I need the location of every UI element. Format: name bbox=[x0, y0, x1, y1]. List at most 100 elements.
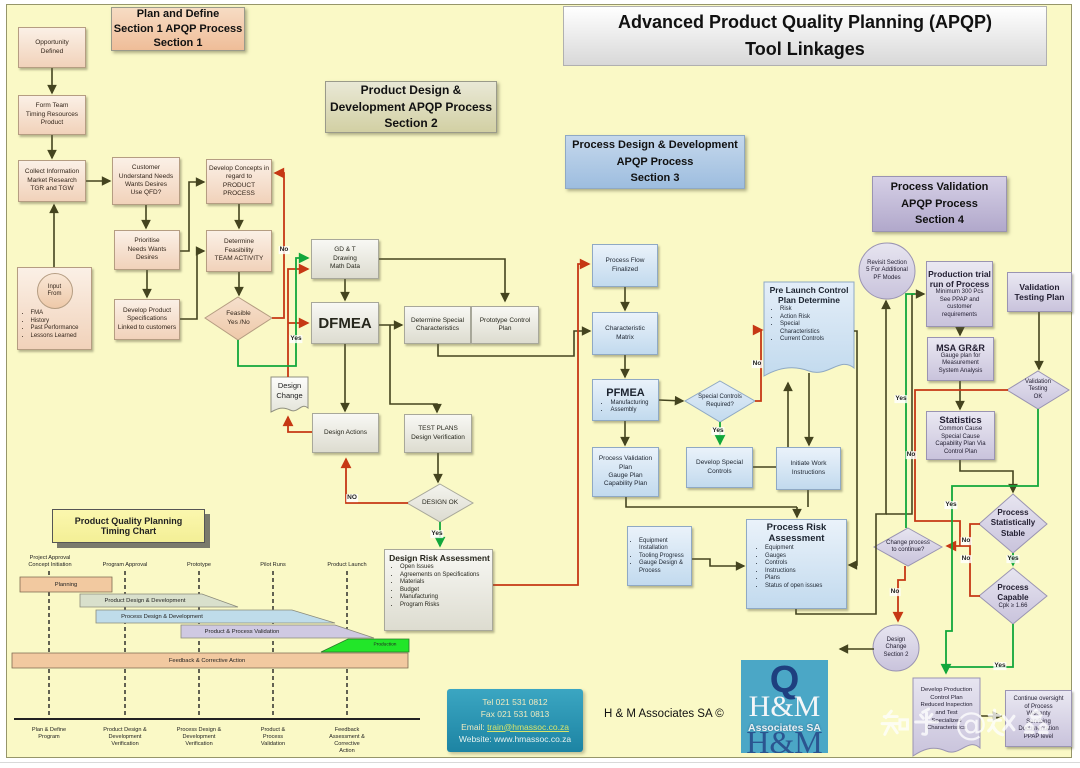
milestone-label-product-launch: Product Launch bbox=[327, 562, 367, 568]
contact-website-label: Website: bbox=[458, 733, 495, 744]
node-text: Process Flow Finalized bbox=[605, 257, 645, 273]
input-from-list: FMA History Past Performance Lessons Lea… bbox=[23, 310, 89, 340]
node-input-from: Input From FMA History Past Performance … bbox=[17, 267, 92, 350]
contact-fax: Fax 021 531 0813 bbox=[480, 709, 550, 720]
bar-product-design bbox=[79, 593, 239, 608]
list-item: Status of open issues bbox=[765, 583, 822, 591]
axis-label-product-design: Product Design & Development Verificatio… bbox=[103, 727, 147, 747]
edge-label-change-yes: Yes bbox=[894, 395, 908, 403]
edge-label-design-ok-yes: Yes bbox=[430, 530, 444, 538]
node-customer-needs: Customer Understand Needs Wants Desires … bbox=[112, 157, 180, 205]
node-text: Determine Special Characteristics bbox=[410, 316, 465, 332]
node-text: GD & T Drawing Math Data bbox=[330, 246, 360, 271]
list-item: Manufacturing bbox=[400, 594, 479, 602]
bar-label-process-design: Process Design & Development bbox=[121, 614, 203, 620]
node-msa-grr: MSA GR&R Gauge plan for Measurement Syst… bbox=[927, 337, 994, 381]
node-test-plans: TEST PLANS Design Verification bbox=[404, 414, 472, 453]
contact-email[interactable]: train@hmassoc.co.za bbox=[487, 721, 569, 732]
dra-list: Open Issues Agreements on Specifications… bbox=[389, 564, 479, 609]
decision-shapes bbox=[204, 296, 1070, 625]
timing-chart-title-text: Product Quality Planning Timing Chart bbox=[74, 516, 183, 536]
edge-label-special-yes: Yes bbox=[711, 427, 725, 435]
edge-label-vtok-yes: Yes bbox=[944, 501, 958, 509]
contact-email-label: Email: bbox=[461, 721, 488, 732]
node-text: Develop Special Controls bbox=[696, 459, 743, 475]
list-item: Past Performance bbox=[31, 325, 89, 333]
edge-label-pc-no: No bbox=[960, 555, 972, 563]
list-item: Plans bbox=[765, 575, 822, 583]
main-title: Advanced Product Quality Planning (APQP)… bbox=[563, 6, 1047, 66]
list-item: Gauges bbox=[765, 553, 822, 561]
list-item: Equipment bbox=[765, 545, 822, 553]
list-item: History bbox=[31, 318, 89, 326]
list-item: Agreements on Specifications bbox=[400, 572, 479, 580]
node-subtext: Minimum 300 Pcs See PPAP and customer re… bbox=[935, 289, 984, 318]
edge-label-special-no: No bbox=[751, 360, 763, 368]
list-item: Equipment Installation bbox=[639, 538, 687, 553]
node-text: Collect Information Market Research TGR … bbox=[24, 168, 80, 193]
bar-planning bbox=[19, 576, 113, 593]
main-title-text: Advanced Product Quality Planning (APQP)… bbox=[617, 12, 993, 59]
contact-website-line: Website: www.hmassoc.co.za bbox=[459, 733, 571, 745]
edge-label-pc-yes: Yes bbox=[993, 662, 1007, 670]
logo-associates-text: Associates SA bbox=[748, 722, 821, 734]
list-item: FMA bbox=[31, 310, 89, 318]
node-gdt-drawing: GD & T Drawing Math Data bbox=[311, 239, 379, 279]
section1-title-text: Plan and Define Section 1 APQP Process S… bbox=[113, 7, 243, 50]
list-item: Manufacturing bbox=[610, 400, 648, 408]
contact-website[interactable]: www.hmassoc.co.za bbox=[494, 733, 572, 744]
node-statistics: Statistics Common Cause Special Cause Ca… bbox=[926, 411, 995, 460]
node-title: Process Risk Assessment bbox=[766, 522, 827, 544]
milestone-label-pilot-runs: Pilot Runs bbox=[260, 562, 286, 568]
node-process-risk-assessment: Process Risk Assessment Equipment Gauges… bbox=[746, 519, 847, 609]
equipment-list: Equipment Installation Tooling Progress … bbox=[630, 538, 687, 576]
node-opportunity-defined: Opportunity Defined bbox=[18, 27, 86, 68]
design-change1-doc bbox=[270, 376, 309, 413]
node-pfmea: PFMEA Manufacturing Assembly bbox=[592, 379, 659, 421]
node-title: Statistics bbox=[939, 415, 982, 426]
node-develop-concepts: Develop Concepts in regard to PRODUCT PR… bbox=[206, 159, 272, 204]
connectors-pass bbox=[237, 252, 1039, 675]
node-text: Determine Feasibility TEAM ACTIVITY bbox=[214, 238, 264, 263]
node-process-validation-plan: Process Validation Plan Gauge Plan Capab… bbox=[592, 447, 659, 497]
watermark-char-xin bbox=[1023, 709, 1049, 734]
node-text: Characteristic Matrix bbox=[605, 325, 645, 341]
list-item: Open Issues bbox=[400, 564, 479, 572]
contact-email-line: Email: train@hmassoc.co.za bbox=[461, 721, 569, 733]
list-item: Tooling Progress bbox=[639, 553, 687, 561]
pre-launch-doc bbox=[763, 281, 855, 377]
node-text: TEST PLANS Design Verification bbox=[411, 425, 465, 441]
watermark-at-sign: @ bbox=[955, 705, 987, 743]
hm-associates-logo: Q H&M H&M Associates SA bbox=[741, 660, 828, 753]
list-item: Instructions bbox=[765, 568, 822, 576]
revisit-circle bbox=[858, 242, 916, 300]
watermark-char-hu bbox=[914, 707, 939, 736]
timing-chart-title: Product Quality Planning Timing Chart bbox=[52, 509, 205, 543]
section2-title-text: Product Design & Development APQP Proces… bbox=[329, 82, 493, 131]
node-text: Initiate Work Instructions bbox=[790, 460, 827, 476]
bar-process-design bbox=[95, 609, 336, 624]
bar-feedback bbox=[11, 652, 409, 669]
copyright-text: H & M Associates SA © bbox=[604, 708, 724, 720]
node-determine-feasibility: Determine Feasibility TEAM ACTIVITY bbox=[206, 230, 272, 272]
node-initiate-work-instructions: Initiate Work Instructions bbox=[776, 447, 841, 490]
logo-q-letter: Q bbox=[769, 660, 800, 701]
node-text: Opportunity Defined bbox=[35, 39, 69, 55]
edge-label-design-ok-no: NO bbox=[346, 494, 358, 502]
timing-chart-bars bbox=[11, 576, 410, 669]
node-characteristic-matrix: Characteristic Matrix bbox=[592, 312, 658, 355]
node-text: Design Actions bbox=[324, 428, 367, 436]
node-text: DFMEA bbox=[318, 314, 372, 332]
node-design-actions: Design Actions bbox=[312, 413, 379, 453]
bar-label-product-design: Product Design & Development bbox=[104, 598, 186, 604]
section1-header: Plan and Define Section 1 APQP Process S… bbox=[111, 7, 245, 51]
document-shapes bbox=[270, 281, 981, 757]
bar-label-planning: Planning bbox=[54, 582, 78, 588]
axis-label-process-design: Process Design & Development Verificatio… bbox=[176, 727, 222, 747]
pra-list: Equipment Gauges Controls Instructions P… bbox=[757, 545, 822, 590]
section4-header: Process Validation APQP Process Section … bbox=[872, 176, 1007, 232]
list-item: Controls bbox=[765, 560, 822, 568]
list-item: Lessons Learned bbox=[31, 333, 89, 341]
